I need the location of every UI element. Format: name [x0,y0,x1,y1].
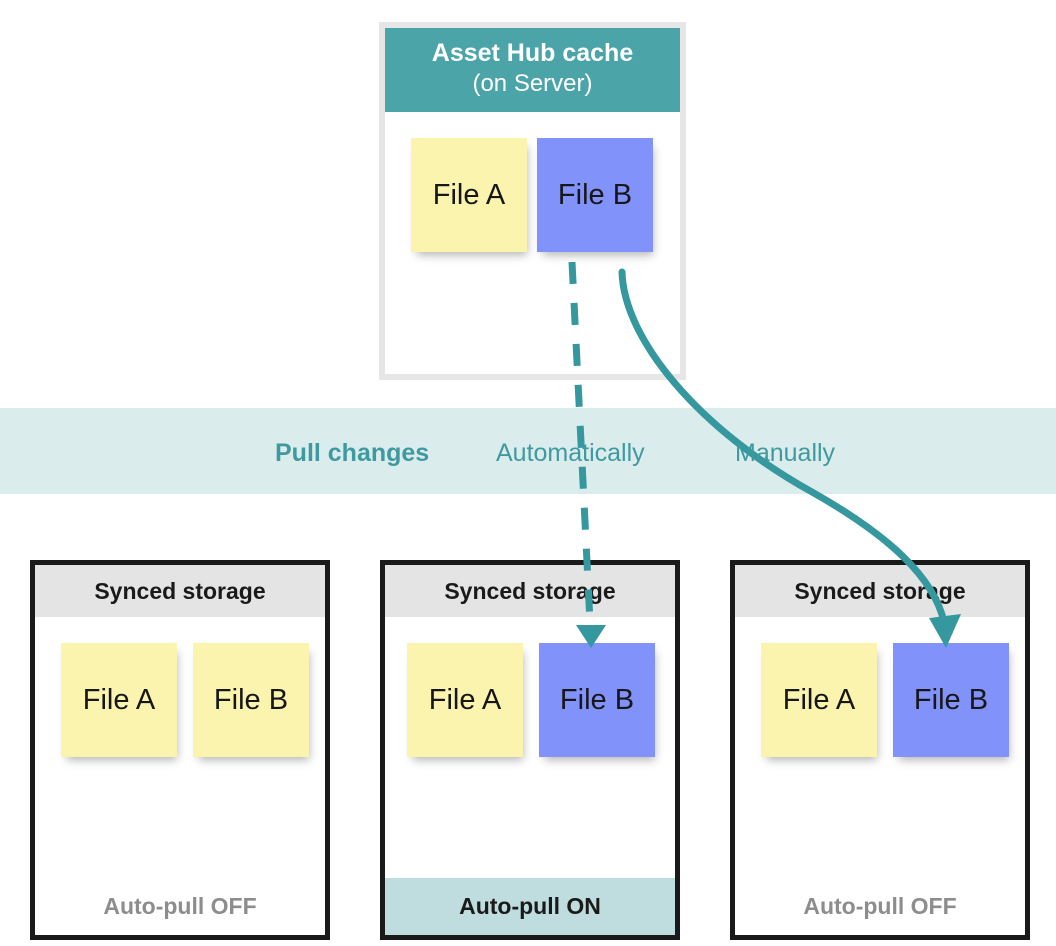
cache-subtitle: (on Server) [472,70,593,97]
cache-title: Asset Hub cache [431,39,634,67]
storage-body: File A File B [385,617,675,852]
note-label: File A [82,683,156,716]
note-label: File B [213,683,289,716]
synced-storage-box-right: Synced storage File A File B Auto-pull O… [730,560,1030,940]
cache-body: File A File B [385,112,680,348]
note-label: File A [428,683,502,716]
cache-header: Asset Hub cache (on Server) [385,28,680,112]
cache-note-file-a: File A [411,138,527,252]
note-label: File B [557,178,633,211]
asset-hub-cache-box: Asset Hub cache (on Server) File A File … [379,22,686,380]
synced-storage-box-middle: Synced storage File A File B Auto-pull O… [380,560,680,940]
cache-note-file-b: File B [537,138,653,252]
auto-pull-status-badge: Auto-pull OFF [803,893,957,919]
storage-header: Synced storage [35,565,325,617]
note-label: File B [559,683,635,716]
storage-header: Synced storage [735,565,1025,617]
storage-note-file-b: File B [193,643,309,757]
storage-note-file-a: File A [61,643,177,757]
storage-body: File A File B [35,617,325,852]
storage-note-file-b: File B [539,643,655,757]
storage-body: File A File B [735,617,1025,852]
storage-header: Synced storage [385,565,675,617]
note-label: File A [782,683,856,716]
synced-storage-box-left: Synced storage File A File B Auto-pull O… [30,560,330,940]
storage-note-file-a: File A [761,643,877,757]
pull-changes-label: Pull changes [275,439,430,467]
note-label: File A [432,178,506,211]
auto-pull-status-badge: Auto-pull OFF [103,893,257,919]
manually-label: Manually [735,439,836,467]
note-label: File B [913,683,989,716]
automatically-label: Automatically [496,439,645,467]
auto-pull-status-badge: Auto-pull ON [385,878,675,935]
storage-note-file-a: File A [407,643,523,757]
storage-note-file-b: File B [893,643,1009,757]
